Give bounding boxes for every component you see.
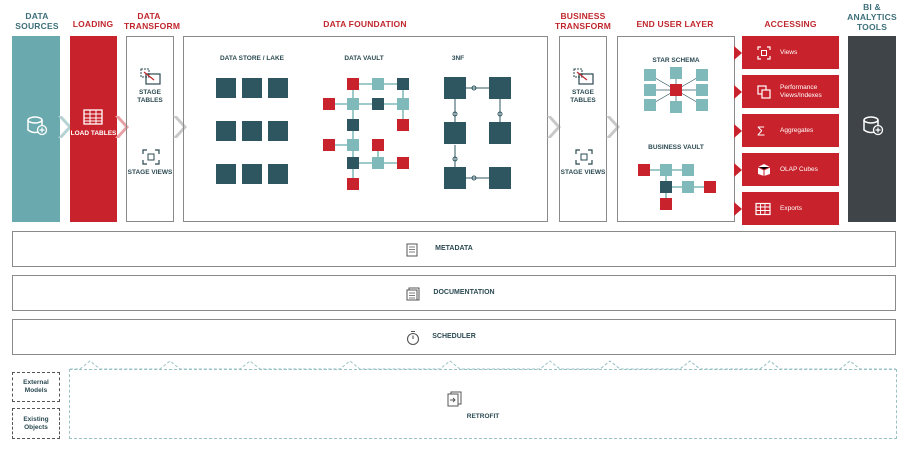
access-item-label: Performance Views/Indexes [780,83,822,99]
table-icon [83,109,103,125]
cube-icon [757,163,771,176]
data-foundation-panel: DATA STORE / LAKE DATA VAULT 3NF [183,36,548,222]
access-item-label: OLAP Cubes [780,165,818,173]
access-item-label: Exports [780,204,803,212]
existing-objects-box: Existing Objects [12,408,60,439]
loading-column: LOAD TABLES [70,36,117,222]
stage-views-label: STAGE VIEWS [127,169,173,176]
star-schema-label: STAR SCHEMA [652,57,700,64]
retrofit-icon [447,391,462,407]
access-item-exports[interactable]: Exports [742,192,839,225]
documentation-bar: DOCUMENTATION [12,275,896,311]
data-store-grid [216,78,288,184]
header-end-user-layer: END USER LAYER [636,19,714,29]
bi-tools-column [848,36,896,222]
stage-tables-icon [573,68,594,85]
access-item-aggregates[interactable]: Σ Aggregates [742,114,839,147]
documentation-label: DOCUMENTATION [433,289,495,296]
metadata-icon [406,243,418,257]
access-item-olap-cubes[interactable]: OLAP Cubes [742,153,839,186]
load-tables-label: LOAD TABLES [70,130,117,137]
access-item-performance-views[interactable]: Performance Views/Indexes [742,75,839,108]
retrofit-label: RETROFIT [466,413,500,420]
business-vault-diagram [644,169,710,204]
header-bi-tools: BI & ANALYTICS TOOLS [847,2,897,32]
header-data-transform: DATA TRANSFORM [124,11,181,31]
stopwatch-icon [406,330,420,346]
stage-views-icon [142,149,160,165]
data-store-lake-label: DATA STORE / LAKE [219,55,285,62]
header-data-sources: DATA SOURCES [15,11,59,31]
exports-table-icon [755,202,771,215]
database-add-icon [27,116,48,136]
views-icon [757,45,771,60]
stage-tables-label: STAGE TABLES [570,89,596,104]
header-business-transform: BUSINESS TRANSFORM [554,11,612,31]
header-data-foundation: DATA FOUNDATION [323,19,407,29]
flow-arrow [547,116,561,138]
sigma-icon: Σ [757,123,766,138]
flow-arrow [173,116,187,138]
3nf-label: 3NF [451,55,465,62]
accessing-arrows [734,46,742,216]
retrofit-panel: RETROFIT [69,369,897,439]
external-models-label: External Models [23,379,49,394]
scheduler-bar: SCHEDULER [12,319,896,355]
performance-views-icon [757,84,771,99]
data-transform-column: STAGE TABLES STAGE VIEWS [126,36,174,222]
access-item-label: Views [780,48,798,56]
access-item-views[interactable]: Views [742,36,839,69]
stage-tables-label: STAGE TABLES [137,89,163,104]
business-vault-label: BUSINESS VAULT [648,144,704,151]
end-user-layer-panel: STAR SCHEMA BUSINESS VAULT [617,36,735,222]
stage-tables-icon [140,68,161,85]
scheduler-label: SCHEDULER [432,333,476,340]
documentation-icon [406,287,420,301]
data-vault-label: DATA VAULT [344,55,384,62]
database-add-icon [863,116,884,136]
data-vault-nodes [323,78,409,190]
retrofit-connector [70,360,896,370]
flow-arrow [58,116,72,138]
3nf-diagram [444,77,511,189]
existing-objects-label: Existing Objects [23,416,49,431]
data-vault-diagram [329,83,404,184]
header-loading: LOADING [72,19,114,29]
stage-views-label: STAGE VIEWS [560,169,606,176]
data-sources-column [12,36,60,222]
end-user-diagrams [638,67,716,210]
external-models-box: External Models [12,372,60,402]
access-item-label: Aggregates [780,126,814,134]
metadata-label: METADATA [435,245,473,252]
stage-views-icon [575,149,593,165]
foundation-diagrams [216,77,511,190]
metadata-bar: METADATA [12,231,896,267]
business-transform-column: STAGE TABLES STAGE VIEWS [559,36,607,222]
header-accessing: ACCESSING [764,19,817,29]
